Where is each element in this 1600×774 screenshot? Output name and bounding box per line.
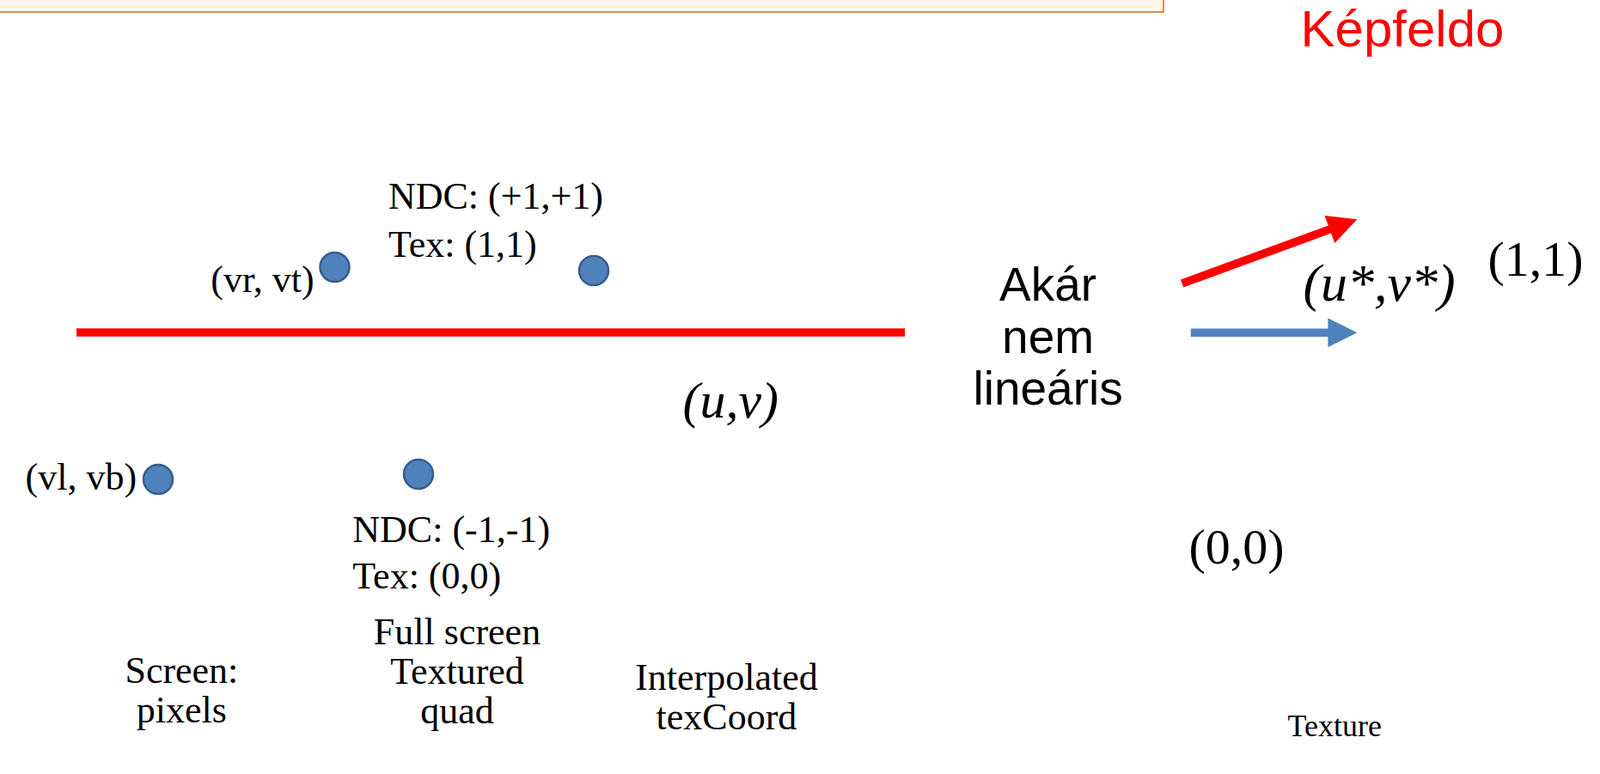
corner-label: Tex: (0,0) [349,556,504,597]
arrow-line [1190,328,1332,337]
parchment [1295,0,1470,771]
corner-dot [403,459,434,489]
plane-caption: Screen: pixels [105,651,257,731]
text-holder: (0,0) [1188,521,1284,575]
stain [1334,657,1412,718]
arrow-head [1327,317,1357,348]
texture-image [1287,0,1477,771]
texture-plane-outline [1295,0,1470,773]
text-holder: NDC: (+1,+1) [385,177,606,217]
fossil-fish [1343,596,1443,655]
text-holder: Akár nem lineáris [962,258,1135,416]
fish-fin [1322,88,1332,98]
fossil-fish [1328,314,1440,367]
corner-label: (0,0) [1188,521,1284,575]
coordinate-label: (u,v) [682,373,779,428]
screen-plane-outline [158,0,335,758]
fish-fin [1318,78,1327,86]
texture-plane: (u*,v*)Texture [1295,0,1470,773]
bubble-shape [904,189,1192,485]
corner-dot [320,252,350,282]
arrow [1190,317,1358,348]
fish-fin [1388,628,1405,642]
text-holder: Full screen Textured quad [360,612,555,733]
bubble-text: Akár nem lineáris [962,258,1135,416]
plane-caption: Full screen Textured quad [360,612,555,733]
text-holder: Tex: (1,1) [385,225,540,265]
text-holder: Interpolated texCoord [621,658,833,738]
fish-body [1343,321,1439,357]
text-holder: (u,v) [682,373,779,428]
corner-label: (1,1) [1487,233,1583,287]
fish-tail [1330,339,1350,365]
text-holder: (u*,v*) [1302,255,1455,312]
arrow-head [1325,215,1358,244]
text-holder: NDC: (-1,-1) [349,510,553,550]
view-ray [76,328,905,337]
corner-dot [579,256,609,286]
fish-body [1303,69,1350,101]
plane-caption: Interpolated texCoord [621,658,833,738]
text-holder: (vr, vt) [210,260,314,300]
fish-fin [1377,323,1394,335]
fish-fin [1378,345,1397,358]
plane-border [1295,0,1470,771]
text-holder: Képfeldo [1298,1,1508,56]
text-holder: Tex: (0,0) [349,556,504,597]
fish-body [1356,601,1441,643]
text-holder: (1,1) [1487,233,1583,287]
corner-dot [143,464,173,495]
corner-label: (vr, vt) [210,260,314,300]
corner-label: Tex: (1,1) [385,225,540,265]
header-box [0,0,1164,13]
plane-border [158,0,335,756]
quad-plane: Full screen Textured quad [418,0,594,763]
corner-label: (vl, vb) [25,458,138,498]
fish-fin [1385,609,1400,621]
corner-label: NDC: (-1,-1) [349,510,553,550]
speech-bubble: Akár nem lineáris [901,186,1197,491]
slide-title: Képfeldo [1298,1,1508,56]
plane-border [640,0,815,771]
text-holder: (vl, vb) [25,458,138,498]
fish-tail [1345,629,1365,653]
screen-plane: Screen: pixels [158,0,335,758]
text-holder: Screen: pixels [105,651,257,731]
fish-tail [1297,92,1310,107]
text-holder: Texture [1288,710,1382,744]
corner-label: NDC: (+1,+1) [385,177,606,217]
texcoord-plane: (u,v)Interpolated texCoord [640,0,815,773]
plane-caption: Texture [1288,710,1382,744]
coordinate-label: (u*,v*) [1302,255,1455,312]
fossil-fish [1295,67,1352,109]
stain [1287,128,1374,181]
stain [1373,412,1477,482]
